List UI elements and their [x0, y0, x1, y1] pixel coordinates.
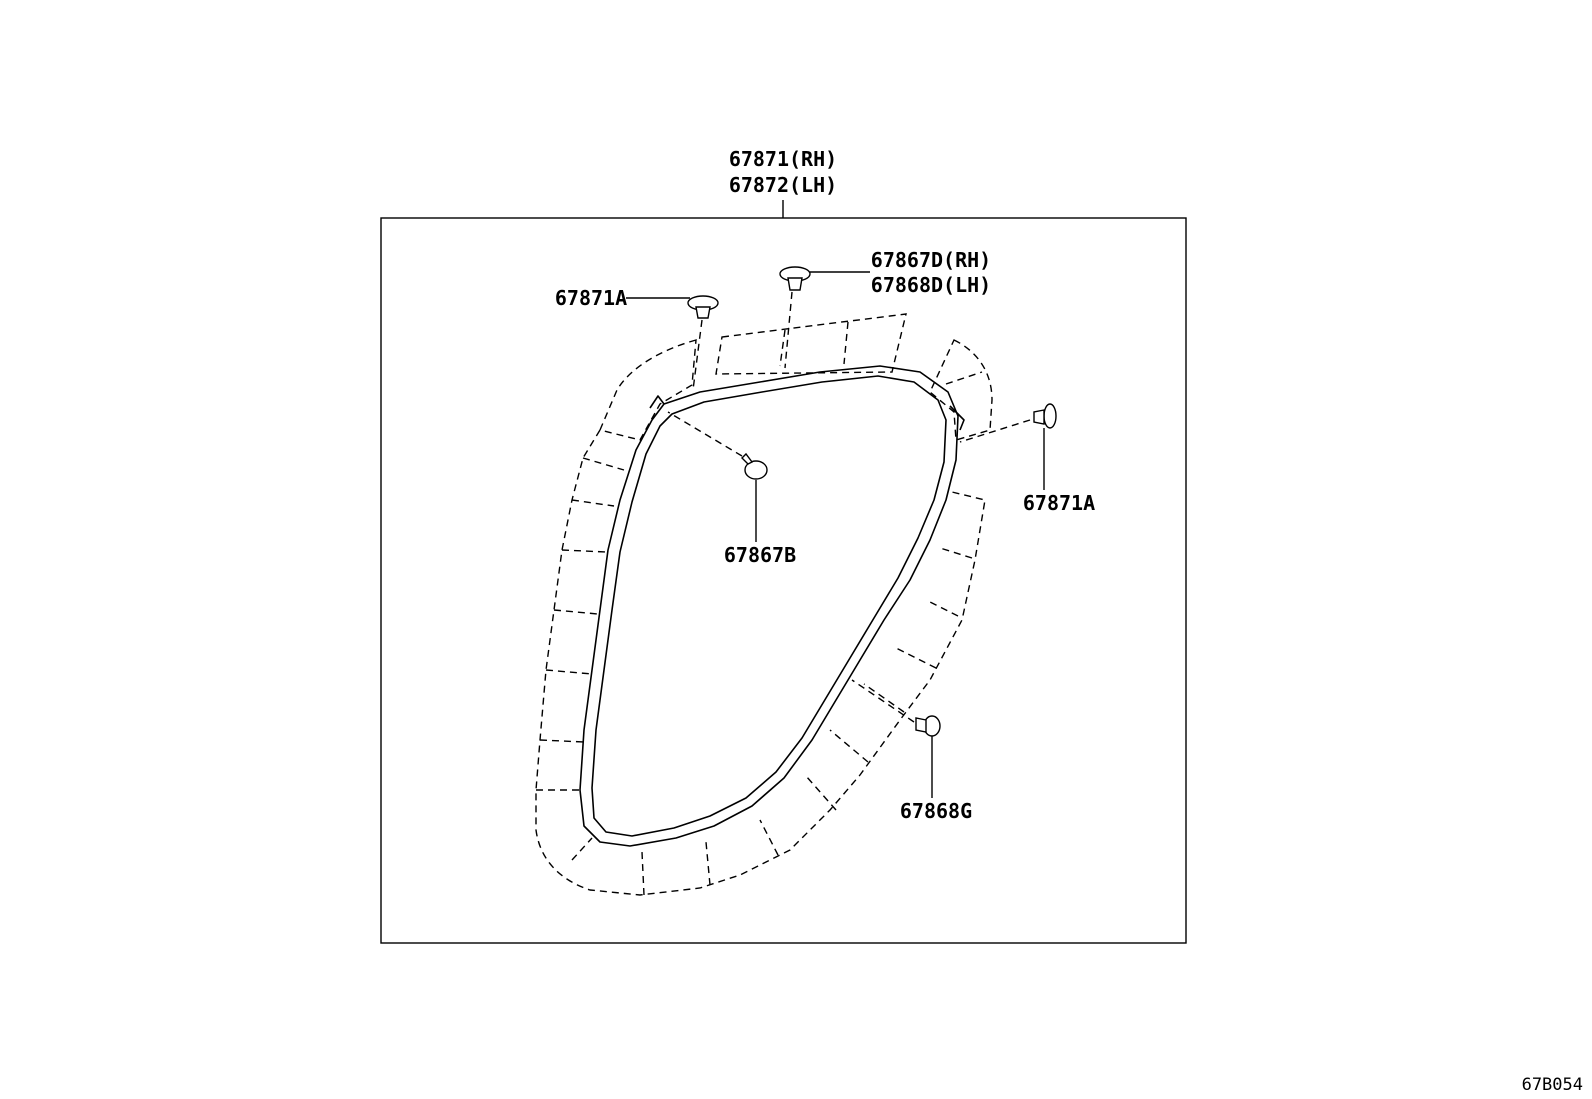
label-clip-center: 67867B: [724, 543, 796, 567]
clip-right: [959, 403, 1057, 490]
label-clip-top-left: 67871A: [555, 286, 627, 310]
clip-top-left: [626, 295, 719, 391]
label-clip-top-rh: 67867D(RH): [871, 248, 991, 272]
label-weatherstrip-lh: 67872(LH): [729, 173, 837, 197]
clip-center: [667, 411, 768, 542]
figure-code: 67B054: [1522, 1075, 1583, 1095]
assembly-frame: [380, 217, 1187, 944]
label-clip-bottom-right: 67868G: [900, 799, 972, 823]
label-weatherstrip-rh: 67871(RH): [729, 147, 837, 171]
label-clip-top-lh: 67868D(LH): [871, 273, 991, 297]
door-panel-outline: [535, 313, 993, 896]
label-clip-right: 67871A: [1023, 491, 1095, 515]
clip-bottom-right: [851, 679, 941, 798]
door-weatherstrip: [579, 365, 965, 847]
clip-top-middle: [779, 266, 870, 369]
